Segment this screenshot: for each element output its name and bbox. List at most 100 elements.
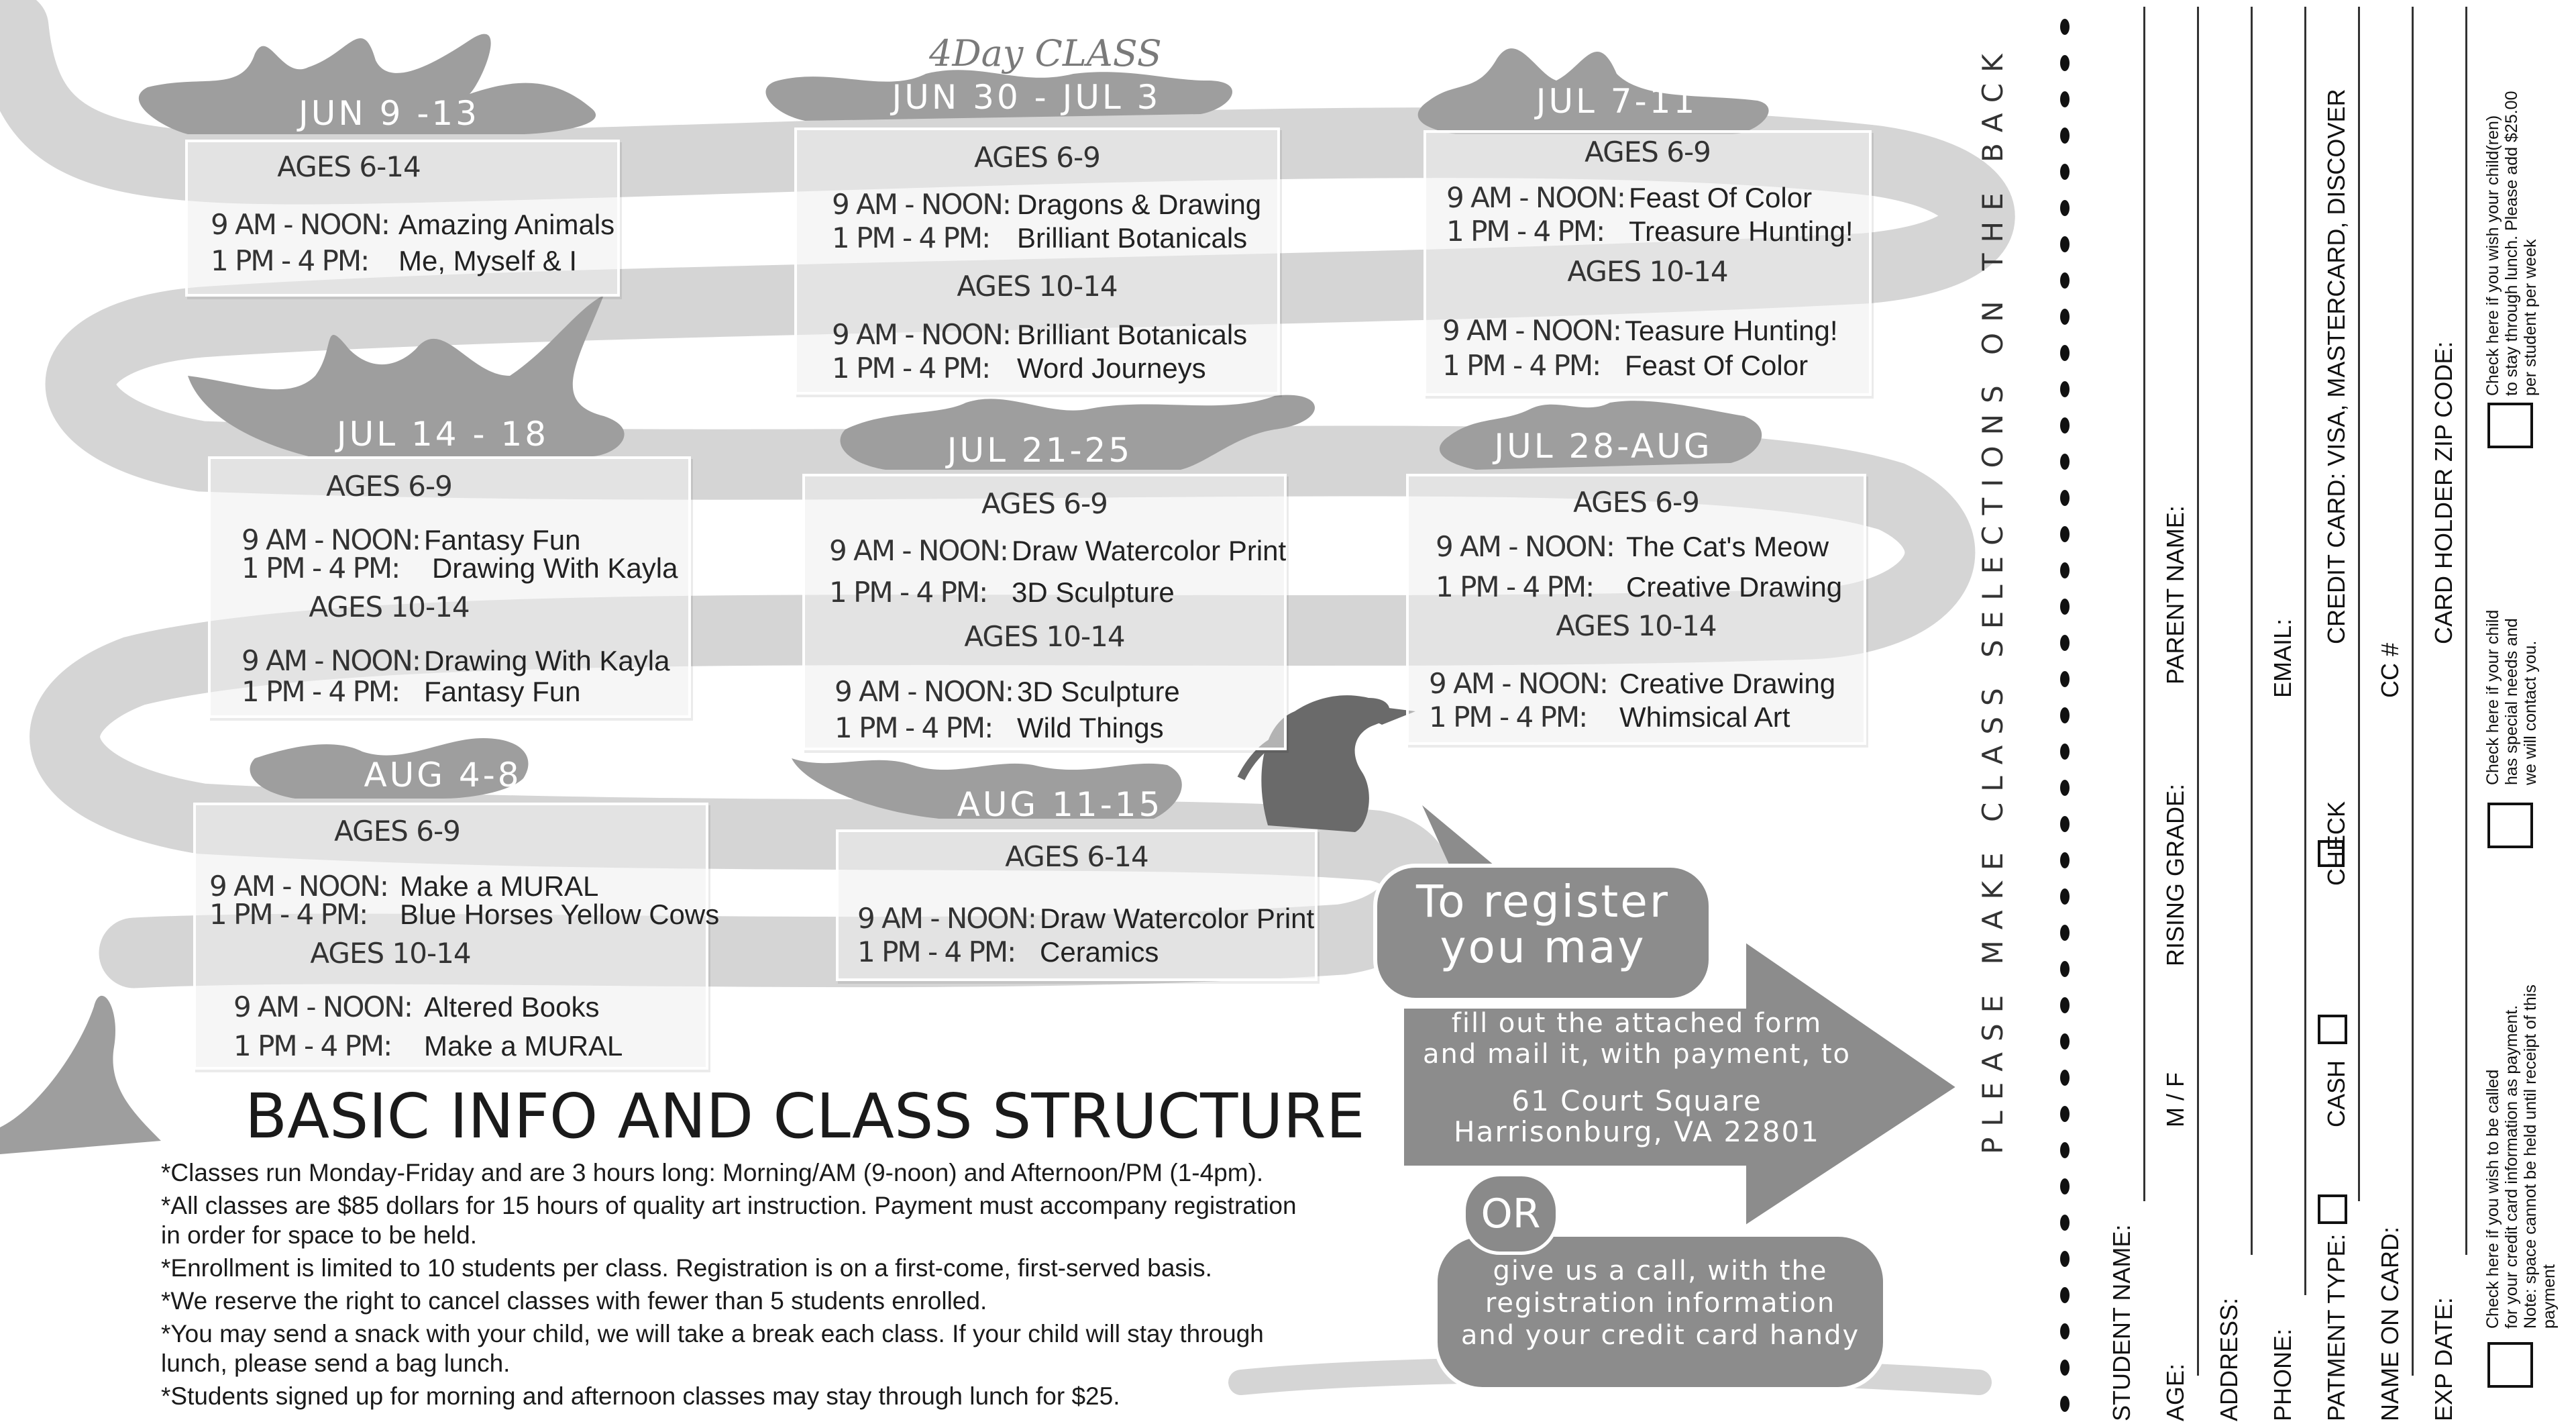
session-dates: JUL 28-AUG [1494, 427, 1713, 466]
divider-dot [2060, 272, 2070, 289]
morning-row: 9 AM - NOON:Teasure Hunting! [1442, 314, 1838, 347]
class-name: Dragons & Drawing [1017, 189, 1262, 220]
time-label: 9 AM - NOON: [832, 188, 1012, 221]
class-name: Whimsical Art [1619, 701, 1790, 733]
class-name: The Cat's Meow [1626, 531, 1829, 562]
time-label: 9 AM - NOON: [1436, 530, 1615, 563]
check-label: CHECK [2322, 801, 2350, 886]
morning-row: 9 AM - NOON:Creative Drawing [1429, 667, 1835, 700]
splash-jun9 [138, 34, 596, 135]
age-group: AGES 6-14 [1005, 840, 1148, 873]
address-line: Harrisonburg, VA 22801 [1454, 1115, 1820, 1148]
class-name: Amazing Animals [398, 209, 615, 240]
option-text-line: Check here if you wish to be called [2483, 1069, 2502, 1329]
afternoon-row: 1 PM - 4 PM:Wild Things [835, 711, 1164, 744]
option-text-line: per student per week [2521, 239, 2540, 396]
afternoon-row: 1 PM - 4 PM:Drawing With Kayla [241, 552, 678, 584]
check-checkbox[interactable] [2318, 840, 2345, 867]
afternoon-row: 1 PM - 4 PM:Make a MURAL [233, 1029, 623, 1062]
time-label: 9 AM - NOON: [829, 534, 1009, 567]
session-panel: AGES 6-9 9 AM - NOON:Dragons & Drawing 1… [794, 128, 1280, 395]
morning-row: 9 AM - NOON:Fantasy Fun [241, 523, 580, 556]
four-day-class-tag: 4Day CLASS [929, 32, 1162, 74]
divider-dot [2060, 91, 2070, 107]
register-heading-line: you may [1440, 921, 1646, 973]
call-box [1434, 1233, 1887, 1391]
class-name: Feast Of Color [1629, 182, 1813, 213]
call-line: and your credit card handy [1460, 1320, 1860, 1351]
morning-row: 9 AM - NOON:Altered Books [233, 990, 599, 1023]
divider-dot [2060, 816, 2070, 832]
divider-dot [2060, 1396, 2070, 1412]
divider-dot [2060, 490, 2070, 506]
age-group: AGES 6-9 [334, 815, 461, 848]
class-name: Fantasy Fun [424, 524, 581, 556]
divider-dot [2060, 1070, 2070, 1086]
divider-dot [2060, 381, 2070, 397]
option-text-line: has special needs and [2502, 618, 2521, 785]
divider-dot [2060, 200, 2070, 216]
option-text-line: Check here if you wish your child(ren) [2483, 115, 2502, 396]
divider-dot [2060, 1106, 2070, 1122]
call-for-card-checkbox[interactable] [2487, 1342, 2533, 1388]
splash-jul28 [1439, 401, 1762, 470]
lunch-text: Check here if you wish your child(ren) t… [2483, 91, 2540, 397]
divider-dot [2060, 780, 2070, 796]
time-label: 9 AM - NOON: [1446, 181, 1626, 214]
address-label: ADDRESS: [2215, 1297, 2243, 1421]
class-name: 3D Sculpture [1012, 576, 1175, 608]
divider-dot [2060, 1251, 2070, 1267]
morning-row: 9 AM - NOON:Draw Watercolor Print [829, 534, 1286, 567]
age-line [2197, 7, 2199, 1376]
register-bubble [1373, 864, 1713, 1002]
morning-row: 9 AM - NOON:Brilliant Botanicals [832, 318, 1247, 351]
exp-line [2465, 7, 2467, 1255]
class-name: Blue Horses Yellow Cows [400, 899, 720, 930]
morning-row: 9 AM - NOON:Drawing With Kayla [241, 644, 669, 677]
rising-grade-label: RISING GRADE: [2161, 783, 2189, 966]
gender-label: M / F [2161, 1072, 2189, 1127]
payment-checkbox[interactable] [2318, 1194, 2347, 1224]
special-needs-checkbox[interactable] [2487, 803, 2533, 848]
time-label: 1 PM - 4 PM: [1429, 701, 1588, 733]
splash-jun30 [765, 70, 1233, 121]
divider-dot [2060, 345, 2070, 361]
student-name-label: STUDENT NAME: [2108, 1224, 2135, 1421]
age-group: AGES 6-9 [974, 141, 1101, 174]
session-panel: AGES 6-9 9 AM - NOON:Draw Watercolor Pri… [802, 474, 1287, 750]
time-label: 1 PM - 4 PM: [832, 221, 991, 254]
class-name: 3D Sculpture [1017, 676, 1180, 707]
call-line: give us a call, with the [1493, 1256, 1828, 1286]
age-label: AGE: [2161, 1363, 2189, 1421]
class-name: Make a MURAL [400, 870, 599, 902]
time-label: 1 PM - 4 PM: [1446, 215, 1605, 248]
mail-instructions: fill out the attached form and mail it, … [1402, 1008, 1872, 1148]
age-group: AGES 10-14 [1567, 255, 1728, 288]
splash-aug11 [792, 758, 1182, 819]
time-label: 1 PM - 4 PM: [857, 935, 1016, 968]
lunch-checkbox[interactable] [2487, 403, 2533, 448]
rule-item: *Classes run Monday-Friday and are 3 hou… [161, 1159, 1264, 1186]
morning-row: 9 AM - NOON:Dragons & Drawing [832, 188, 1261, 221]
divider-dot [2060, 236, 2070, 252]
card-line [2412, 7, 2414, 1376]
cash-checkbox[interactable] [2318, 1015, 2347, 1044]
email-label: EMAIL: [2269, 618, 2296, 698]
session-dates: JUL 7-11 [1536, 82, 1698, 121]
age-group: AGES 10-14 [1556, 609, 1717, 642]
divider-dot [2060, 1215, 2070, 1231]
time-label: 1 PM - 4 PM: [1436, 570, 1595, 603]
time-label: 1 PM - 4 PM: [241, 675, 400, 708]
class-name: Draw Watercolor Print [1040, 903, 1315, 934]
time-label: 9 AM - NOON: [857, 902, 1037, 935]
class-name: Drawing With Kayla [432, 552, 678, 584]
class-name: Brilliant Botanicals [1017, 222, 1248, 254]
divider-dot [2060, 417, 2070, 434]
morning-row: 9 AM - NOON:Make a MURAL [209, 870, 598, 903]
divider-dot [2060, 888, 2070, 905]
divider-dot [2060, 1287, 2070, 1303]
session-dates: JUL 21-25 [947, 431, 1133, 470]
age-group: AGES 10-14 [964, 620, 1125, 653]
divider-dot [2060, 309, 2070, 325]
afternoon-row: 1 PM - 4 PM:Feast Of Color [1442, 349, 1808, 382]
